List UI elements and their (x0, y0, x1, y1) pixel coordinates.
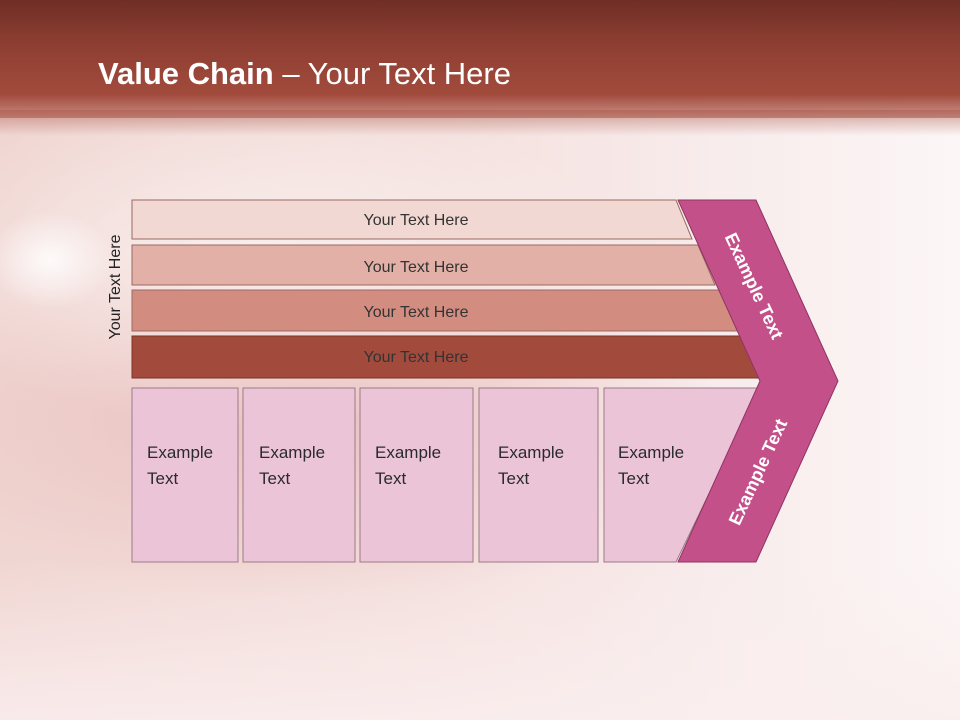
slide-title-bold: Value Chain (98, 56, 274, 91)
support-bar-1 (131, 199, 693, 240)
slide-title-rest: – Your Text Here (273, 56, 511, 91)
primary-column-1 (131, 387, 239, 563)
primary-column-3-line2: Text (375, 469, 407, 488)
primary-column-1-line2: Text (147, 469, 179, 488)
support-bar-2-label: Your Text Here (364, 259, 469, 276)
primary-column-1-line1: Example (147, 443, 214, 462)
title-banner (0, 0, 960, 118)
background-teeth (0, 180, 140, 340)
primary-column-2-line1: Example (259, 443, 326, 462)
title-banner-fade (0, 110, 960, 136)
reflection-fade (0, 562, 960, 720)
primary-column-4-line1: Example (498, 443, 565, 462)
primary-column-3-line1: Example (375, 443, 442, 462)
slide-title: Value Chain – Your Text Here (98, 54, 511, 94)
primary-column-2-line2: Text (259, 469, 291, 488)
support-bar-4-label: Your Text Here (364, 349, 469, 366)
primary-column-2 (242, 387, 356, 563)
primary-column-4-line2: Text (498, 469, 530, 488)
primary-column-3 (359, 387, 474, 563)
primary-column-4 (478, 387, 599, 563)
primary-column-5-line2: Text (618, 469, 650, 488)
support-bar-2 (131, 244, 716, 286)
primary-column-5-line1: Example (618, 443, 685, 462)
support-bar-3-label: Your Text Here (364, 304, 469, 321)
support-bar-1-label: Your Text Here (364, 212, 469, 229)
